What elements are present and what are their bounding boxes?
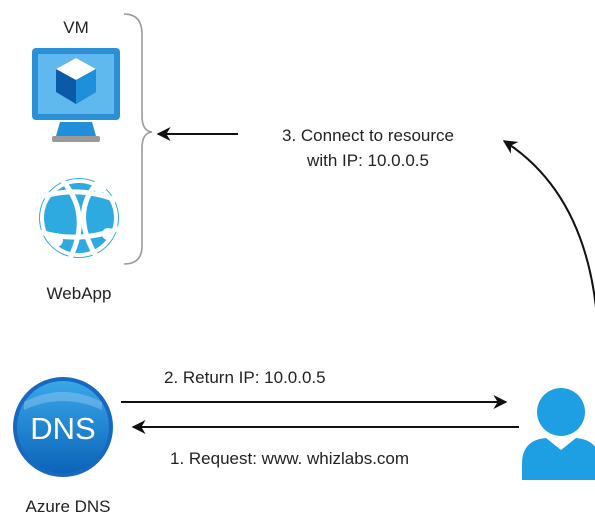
connect-arrow xyxy=(502,140,595,308)
webapp-label: WebApp xyxy=(46,284,112,303)
vm-monitor-cube-icon xyxy=(32,48,120,142)
azure-dns-icon: DNS xyxy=(13,377,113,477)
azure-dns-label: Azure DNS xyxy=(25,497,111,516)
vm-label: VM xyxy=(63,18,89,37)
connect-step-label-line1: 3. Connect to resource xyxy=(282,126,454,145)
return-ip-step-label: 2. Return IP: 10.0.0.5 xyxy=(164,368,326,387)
webapp-globe-icon xyxy=(39,178,119,258)
request-step-label: 1. Request: www. whizlabs.com xyxy=(170,449,410,468)
dns-badge-text: DNS xyxy=(30,411,95,446)
user-icon xyxy=(522,388,595,480)
grouping-brace xyxy=(123,13,153,265)
connect-step-label-line2: with IP: 10.0.0.5 xyxy=(307,151,429,170)
